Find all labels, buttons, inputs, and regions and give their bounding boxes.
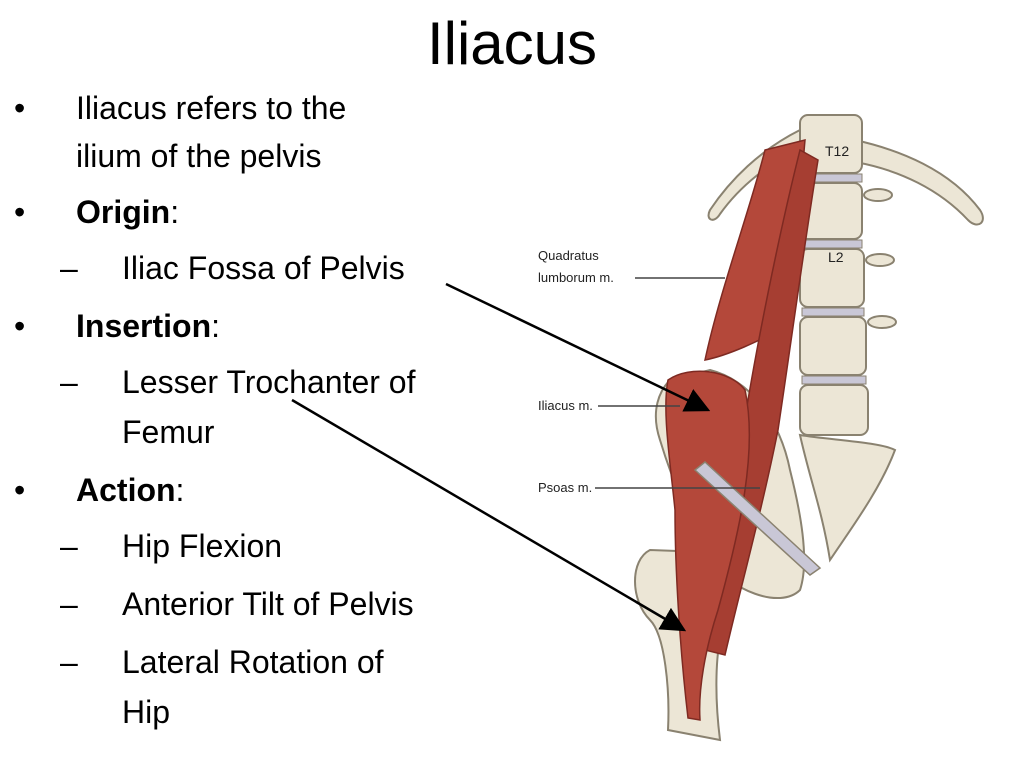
dash-marker: – bbox=[60, 644, 78, 680]
sub-bullet-text: Hip Flexion bbox=[122, 528, 283, 564]
bullet-marker: • bbox=[14, 90, 26, 126]
bullet-heading: Action bbox=[76, 472, 176, 508]
psoas-label: Psoas m. bbox=[538, 480, 592, 495]
dash-marker: – bbox=[60, 250, 78, 286]
rib-shape bbox=[854, 138, 984, 226]
dash-marker: – bbox=[60, 528, 78, 564]
sub-bullet-text-continued: Femur bbox=[122, 414, 215, 450]
bullet-heading: Insertion bbox=[76, 308, 212, 344]
t12-label: T12 bbox=[825, 143, 849, 159]
bullet-colon: : bbox=[211, 308, 221, 344]
quadratus-label-line1: Quadratus bbox=[538, 248, 599, 263]
sub-bullet-text: Lesser Trochanter of bbox=[122, 364, 416, 400]
bullet-text: Action: bbox=[76, 466, 184, 514]
bullet-colon: : bbox=[170, 194, 180, 230]
bullet-text: Origin: bbox=[76, 188, 179, 236]
sub-bullet-text: Iliac Fossa of Pelvis bbox=[122, 250, 405, 286]
bullet-colon: : bbox=[175, 472, 185, 508]
bullet-heading: Origin bbox=[76, 194, 171, 230]
anatomy-illustration: Quadratus lumborum m. Iliacus m. Psoas m… bbox=[538, 114, 984, 742]
tendon-shape bbox=[693, 461, 822, 576]
vertebral-column bbox=[799, 114, 897, 436]
bullet-text: Insertion: bbox=[76, 302, 220, 350]
sacrum-shape bbox=[798, 433, 897, 563]
iliacus-label: Iliacus m. bbox=[538, 398, 593, 413]
bullet-text: Iliacus refers to the bbox=[76, 90, 347, 126]
slide-title: Iliacus bbox=[426, 10, 598, 77]
dash-marker: – bbox=[60, 586, 78, 622]
bullet-marker: • bbox=[14, 472, 26, 508]
sub-bullet-text-continued: Hip bbox=[122, 694, 171, 730]
bullet-marker: • bbox=[14, 194, 26, 230]
l2-label: L2 bbox=[828, 249, 844, 265]
dash-marker: – bbox=[60, 364, 78, 400]
bullet-text-continued: ilium of the pelvis bbox=[76, 138, 322, 174]
sub-bullet-text: Anterior Tilt of Pelvis bbox=[122, 586, 414, 622]
quadratus-label-line2: lumborum m. bbox=[538, 270, 614, 285]
sub-bullet-text: Lateral Rotation of bbox=[122, 644, 384, 680]
bullet-marker: • bbox=[14, 308, 26, 344]
